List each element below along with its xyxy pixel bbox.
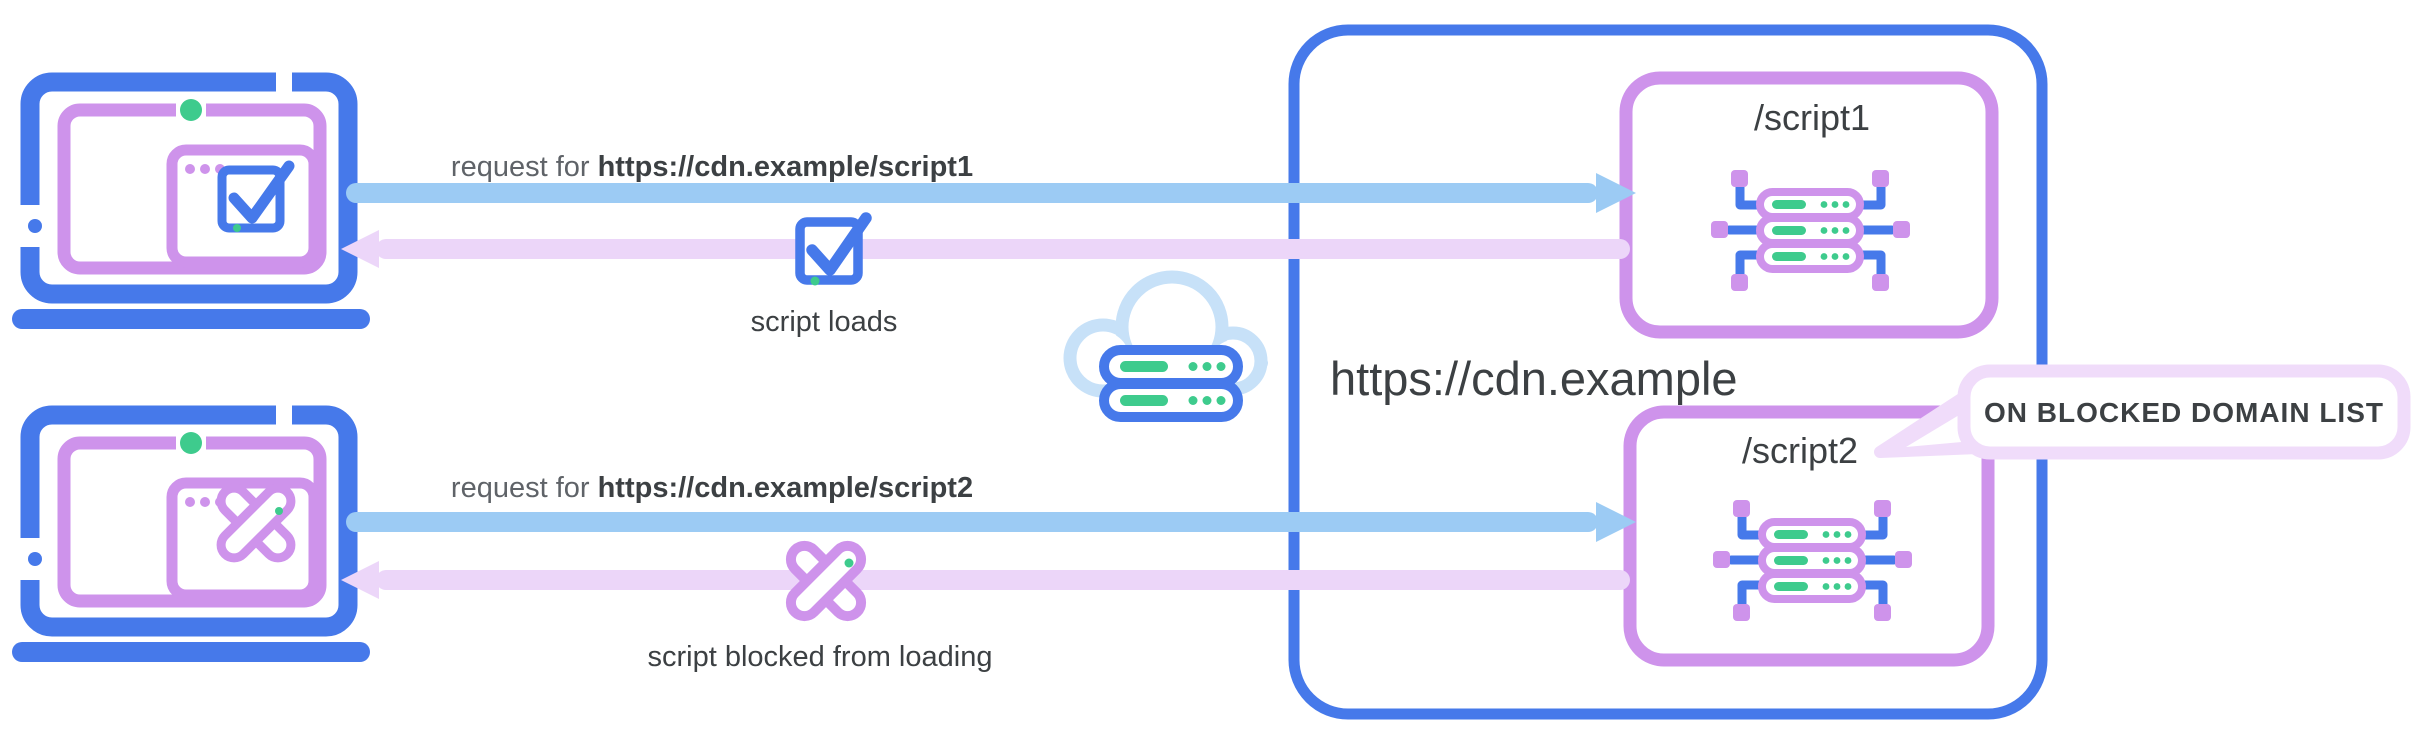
request-arrow-right [346,173,1636,213]
response-label: script loads [751,306,898,338]
endpoint-script2: /script2 [1623,405,1995,667]
check-icon [795,212,872,286]
endpoint-script1: /script1 [1619,71,1999,339]
blocked-cross-icon [785,540,867,622]
server-hub-icon [1713,500,1912,621]
script-popup-window [166,477,320,601]
response-arrow-left [341,230,1630,268]
script-popup-window [166,144,320,268]
laptop-side-dot [28,552,42,566]
callout-bubble [1957,364,2411,460]
camera-dot [180,99,202,121]
laptop-base [12,642,370,662]
blocked-cross-icon [216,483,296,563]
camera-dot [180,432,202,454]
client-laptop-allowed [12,70,370,329]
laptop-side-dot [28,219,42,233]
flow-blocked: request for https://cdn.example/script2 … [341,472,1636,673]
window-dots-icon [185,164,225,174]
response-label: script blocked from loading [648,641,993,673]
request-label: request for https://cdn.example/script2 [451,472,973,504]
cdn-origin-label: https://cdn.example [1330,352,1738,405]
script1-label: /script1 [1754,97,1870,138]
cdn-origin-box: https://cdn.example /script1 /script2 [1288,24,2048,720]
cloud-server-icon [1063,270,1268,422]
callout-label: ON BLOCKED DOMAIN LIST [1984,397,2384,428]
blocked-domain-callout: ON BLOCKED DOMAIN LIST [1874,364,2411,460]
client-laptop-blocked [12,403,370,662]
laptop-base [12,309,370,329]
server-hub-icon [1711,170,1910,291]
cloud-server-stack [1099,345,1243,422]
check-icon [217,160,295,233]
script2-label: /script2 [1742,430,1858,471]
request-label: request for https://cdn.example/script1 [451,151,973,183]
flow-allowed: request for https://cdn.example/script1 … [341,151,1636,338]
request-arrow-right [346,502,1636,542]
response-arrow-left [341,561,1630,599]
